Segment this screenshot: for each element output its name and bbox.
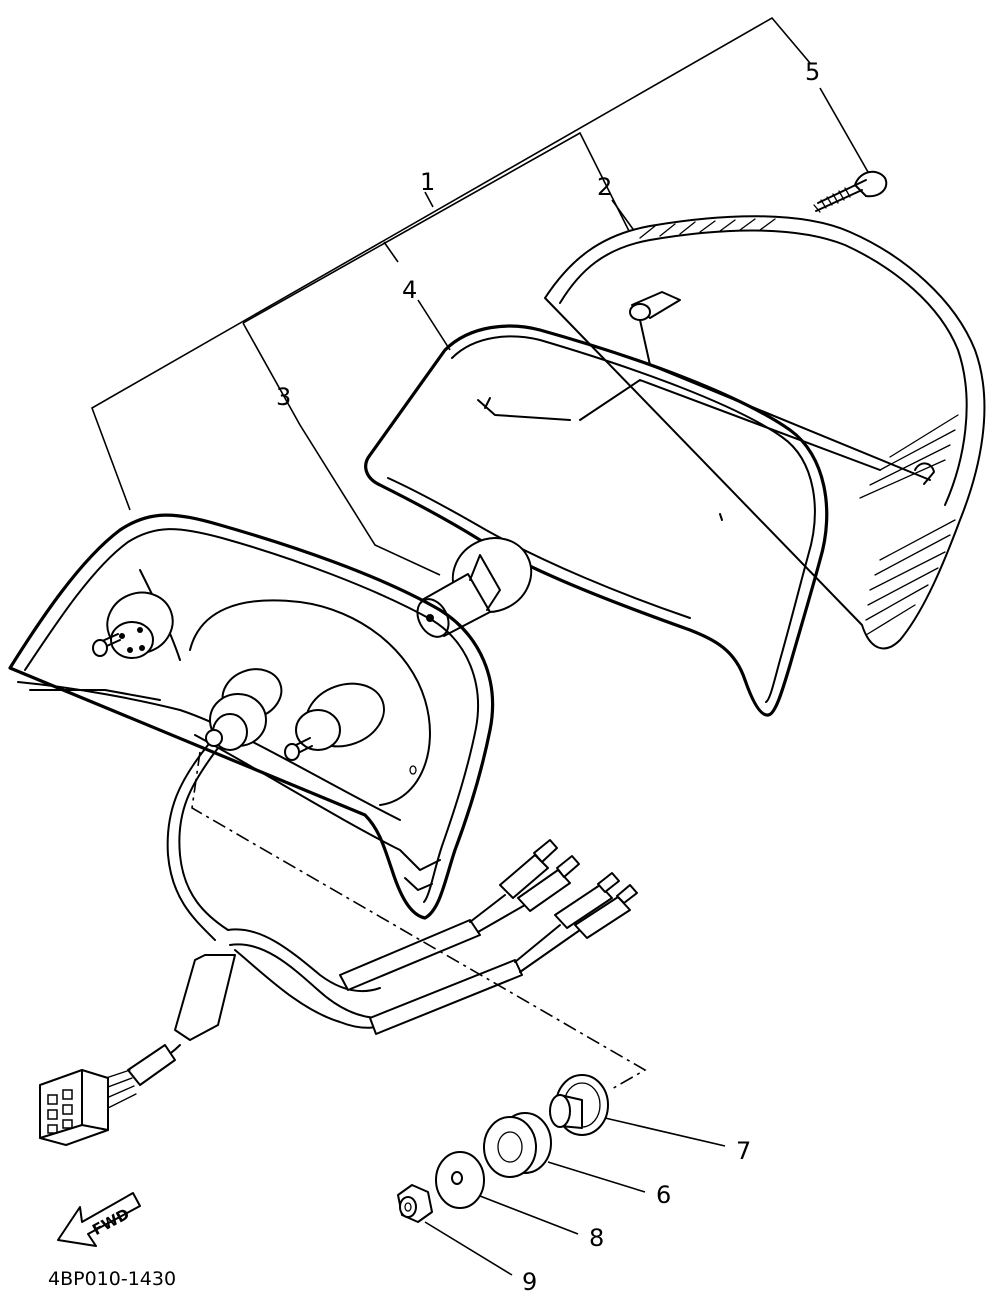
tail-light-housing (8, 513, 495, 920)
lens-part-2 (544, 215, 986, 650)
part-leaders-lower (424, 1117, 726, 1276)
bulb-part-3 (416, 537, 533, 638)
callout-1: 1 (420, 168, 435, 196)
drawing-number: 4BP010-1430 (48, 1268, 176, 1290)
fwd-arrow-icon: FWD (57, 1192, 141, 1247)
callout-7: 7 (736, 1137, 751, 1165)
wire-harness (39, 744, 638, 1146)
callout-3: 3 (276, 383, 291, 411)
mounting-leader-line (191, 751, 647, 1091)
callout-labels: 1 2 3 4 5 6 7 8 9 (276, 58, 820, 1296)
callout-5: 5 (805, 58, 820, 86)
assembly-bracket-lines (91, 16, 869, 576)
callout-9: 9 (522, 1268, 537, 1296)
gasket-part-4 (364, 324, 829, 717)
callout-4: 4 (402, 276, 417, 304)
nut-part-9 (397, 1184, 433, 1223)
callout-6: 6 (656, 1181, 671, 1209)
callout-2: 2 (597, 173, 612, 201)
grommet-part-6 (483, 1112, 552, 1178)
washer-part-8 (435, 1151, 485, 1209)
collar-part-7 (549, 1074, 609, 1136)
callout-8: 8 (589, 1224, 604, 1252)
